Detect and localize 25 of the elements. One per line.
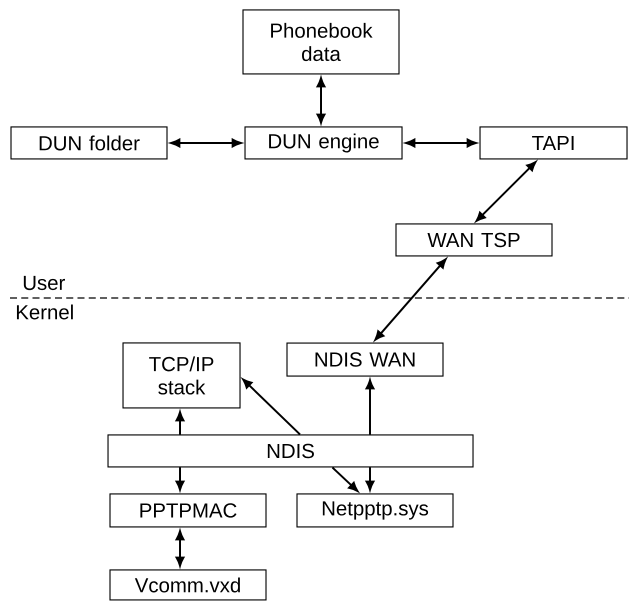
- component-box: NDIS WAN: [286, 342, 444, 377]
- arrow: [332, 466, 358, 492]
- layer-label: Kernel: [16, 304, 73, 320]
- component-box: Vcomm.vxd: [109, 569, 267, 601]
- component-box: DUN engine: [244, 126, 403, 160]
- component-box: TAPI: [479, 126, 628, 160]
- arrow: [316, 77, 326, 124]
- arrow: [374, 258, 446, 341]
- component-box: NDIS: [107, 434, 474, 468]
- component-box: PPTPMAC: [109, 493, 267, 528]
- component-box: TCP/IP stack: [122, 342, 241, 409]
- arrow: [176, 411, 184, 434]
- arrow: [176, 468, 184, 491]
- component-box: Netpptp.sys: [296, 493, 454, 528]
- component-box: DUN folder: [10, 126, 168, 160]
- arrow: [366, 468, 374, 491]
- arrow: [476, 161, 536, 222]
- arrow: [405, 138, 477, 148]
- arrow: [366, 379, 374, 434]
- component-box: WAN TSP: [395, 223, 553, 257]
- arrow: [242, 378, 301, 436]
- layer-label: User: [24, 276, 65, 290]
- arrow: [176, 530, 184, 567]
- component-box: Phonebook data: [242, 9, 400, 75]
- arrow: [170, 138, 242, 148]
